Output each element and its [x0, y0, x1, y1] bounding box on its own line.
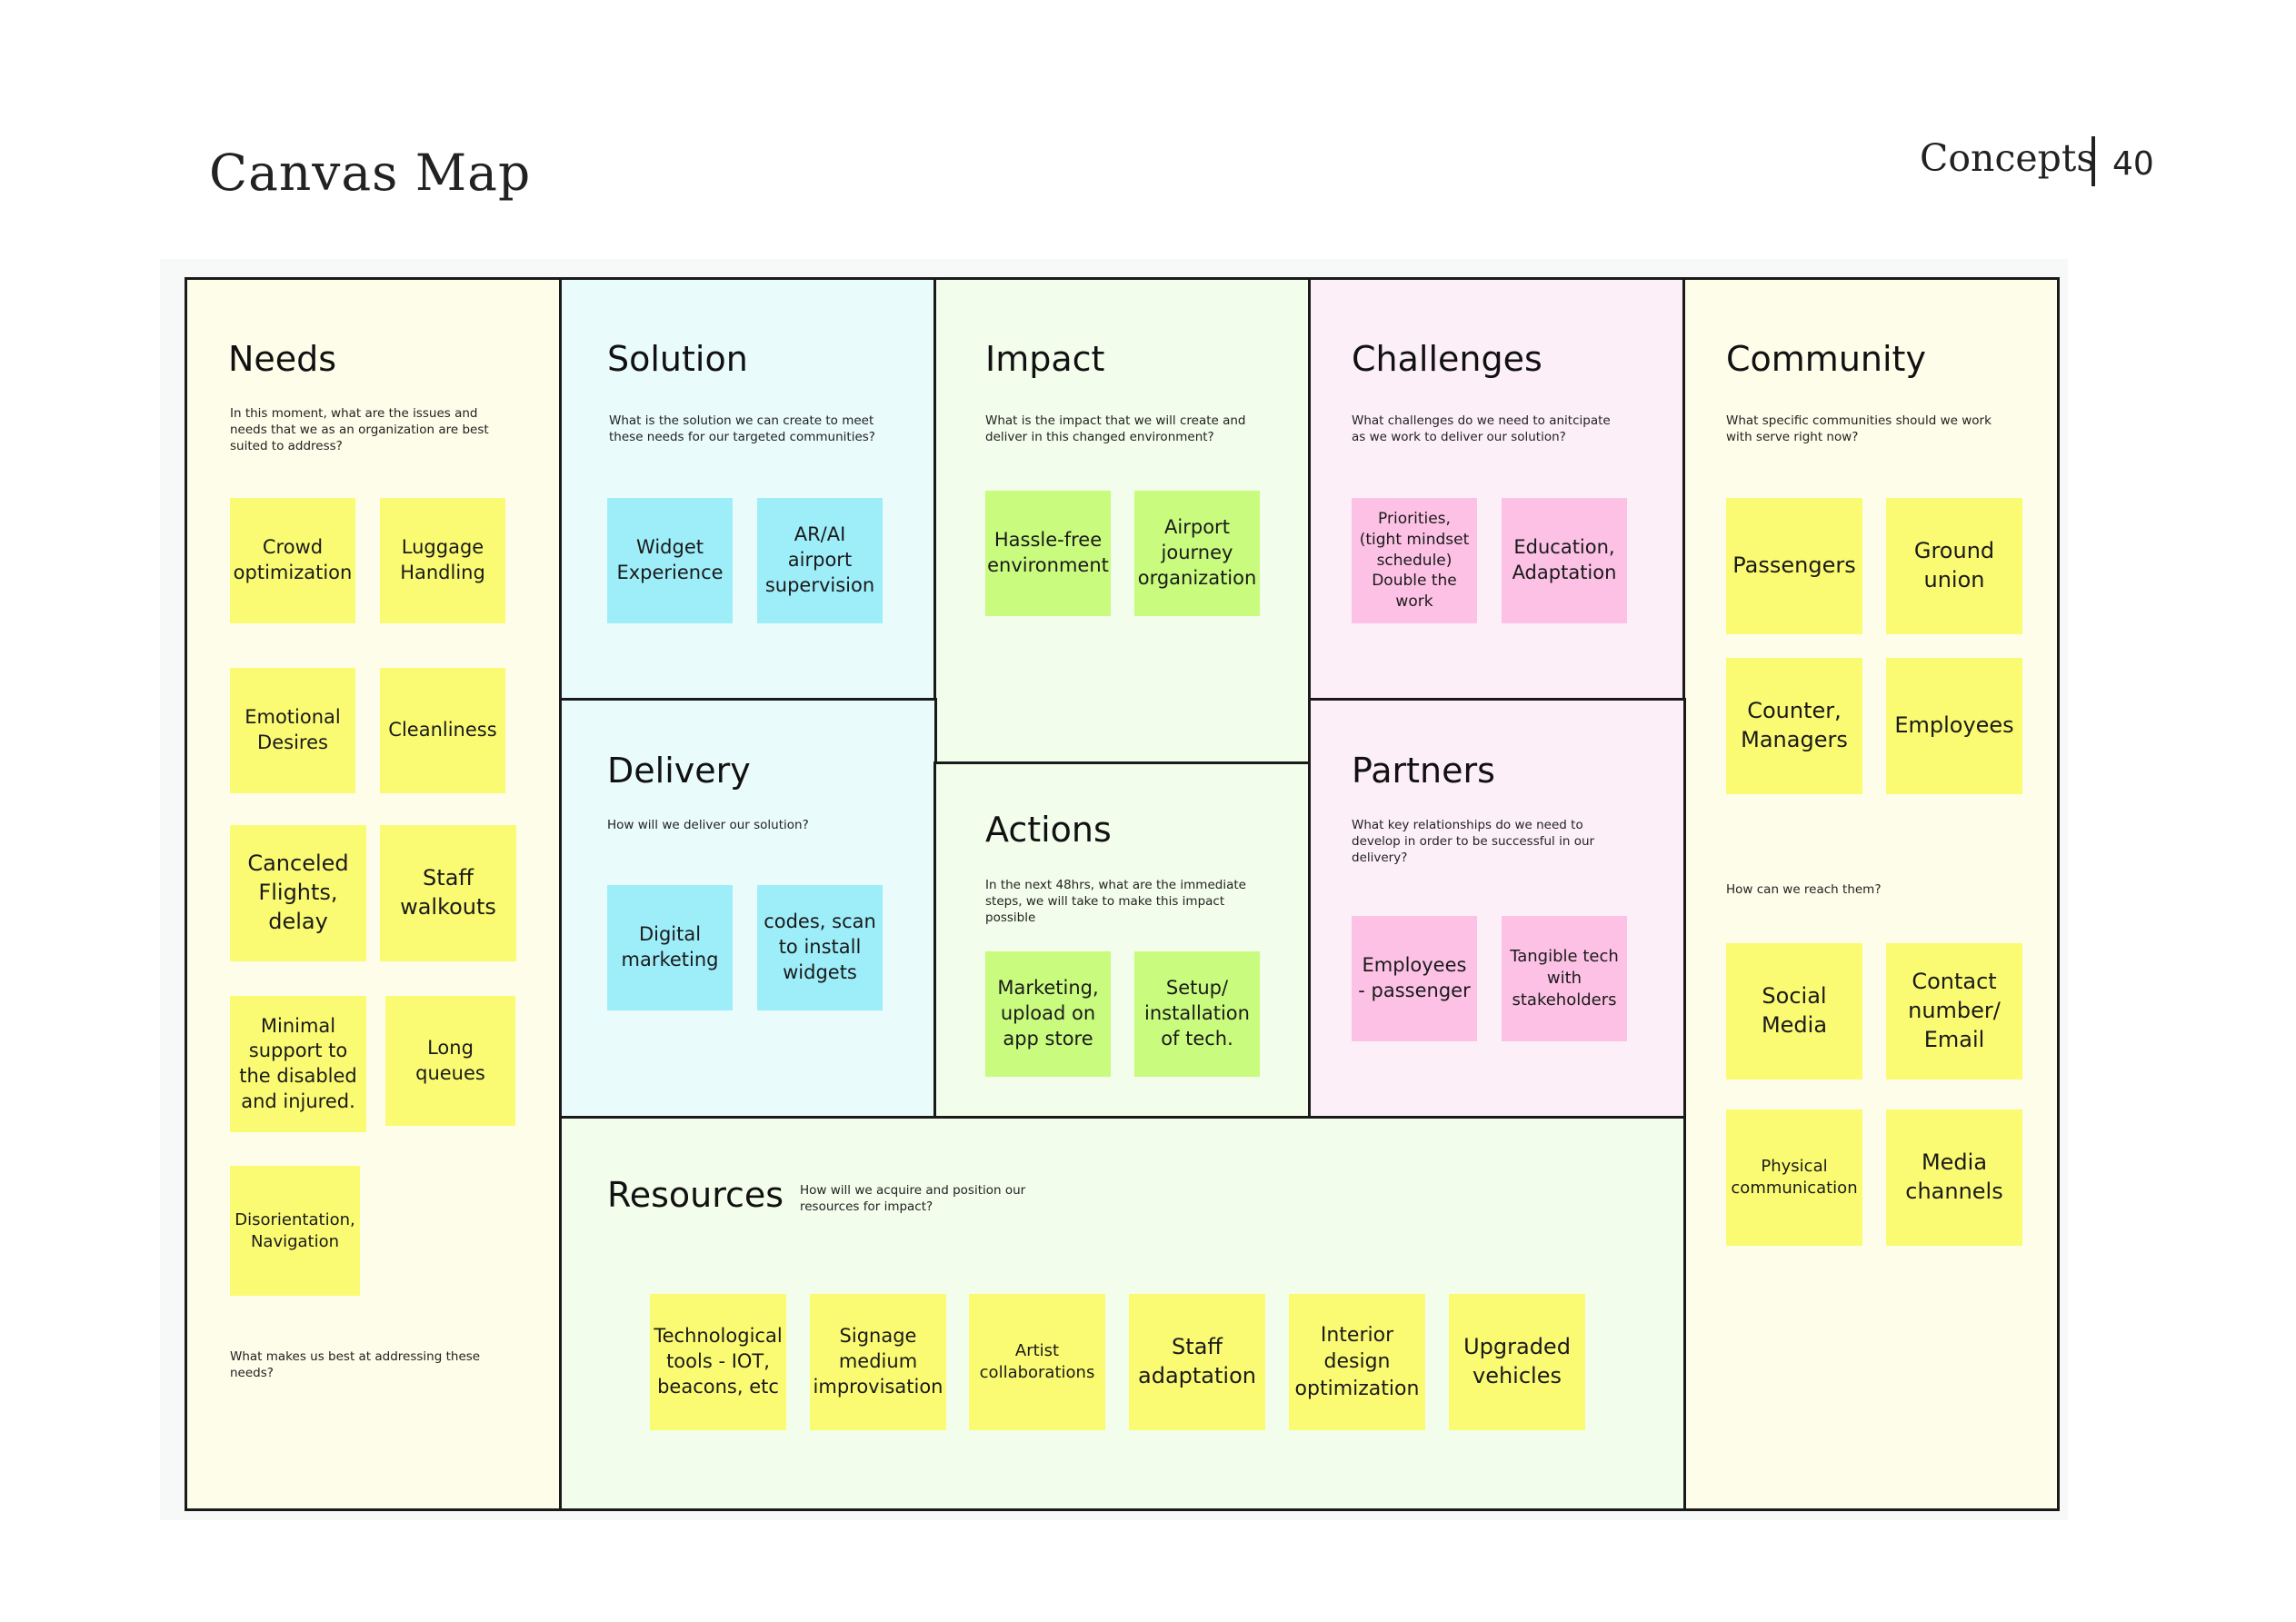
impact-note[interactable]: Airport journey organization — [1134, 491, 1260, 616]
actions-note[interactable]: Marketing, upload on app store — [985, 951, 1111, 1077]
resources-panel: Resources How will we acquire and positi… — [559, 1116, 1686, 1511]
community-reach-note[interactable]: Social Media — [1726, 943, 1862, 1080]
resources-note[interactable]: Technological tools - IOT, beacons, etc — [650, 1294, 786, 1430]
impact-question: What is the impact that we will create a… — [985, 413, 1246, 444]
resources-title: Resources — [607, 1175, 784, 1215]
challenges-note[interactable]: Priorities, (tight mindset schedule) Dou… — [1352, 498, 1477, 623]
community-note[interactable]: Counter, Managers — [1726, 658, 1862, 794]
needs-note[interactable]: Canceled Flights, delay — [230, 825, 366, 961]
impact-title: Impact — [985, 339, 1105, 379]
needs-note[interactable]: Minimal support to the disabled and inju… — [230, 996, 366, 1132]
impact-note[interactable]: Hassle-free environment — [985, 491, 1111, 616]
needs-note[interactable]: Emotional Desires — [230, 668, 355, 793]
needs-question-2: What makes us best at addressing these n… — [230, 1349, 481, 1380]
partners-note[interactable]: Employees - passenger — [1352, 916, 1477, 1041]
delivery-question: How will we deliver our solution? — [607, 818, 809, 832]
community-note[interactable]: Passengers — [1726, 498, 1862, 634]
actions-question: In the next 48hrs, what are the immediat… — [985, 878, 1246, 925]
partners-title: Partners — [1352, 751, 1495, 791]
community-question-2: How can we reach them? — [1726, 882, 1882, 897]
community-note[interactable]: Ground union — [1886, 498, 2022, 634]
delivery-note[interactable]: codes, scan to install widgets — [757, 885, 883, 1010]
delivery-panel: Delivery How will we deliver our solutio… — [559, 698, 937, 1119]
challenges-note[interactable]: Education, Adaptation — [1502, 498, 1627, 623]
needs-note[interactable]: Long queues — [385, 996, 515, 1126]
community-reach-note[interactable]: Media channels — [1886, 1110, 2022, 1246]
solution-note[interactable]: Widget Experience — [607, 498, 733, 623]
header-divider — [2091, 136, 2095, 186]
partners-question: What key relationships do we need to dev… — [1352, 818, 1595, 865]
needs-note[interactable]: Crowd optimization — [230, 498, 355, 623]
resources-note[interactable]: Staff adaptation — [1129, 1294, 1265, 1430]
resources-question: How will we acquire and position our res… — [800, 1183, 1026, 1214]
delivery-title: Delivery — [607, 751, 751, 791]
partners-note[interactable]: Tangible tech with stakeholders — [1502, 916, 1627, 1041]
resources-note[interactable]: Signage medium improvisation — [810, 1294, 946, 1430]
partners-panel: Partners What key relationships do we ne… — [1308, 698, 1686, 1119]
solution-panel: Solution What is the solution we can cre… — [559, 277, 937, 702]
needs-note[interactable]: Staff walkouts — [380, 825, 516, 961]
challenges-title: Challenges — [1352, 339, 1542, 379]
community-reach-note[interactable]: Physical communication — [1726, 1110, 1862, 1246]
community-question: What specific communities should we work… — [1726, 413, 1992, 444]
resources-note[interactable]: Artist collaborations — [969, 1294, 1105, 1430]
resources-note[interactable]: Upgraded vehicles — [1449, 1294, 1585, 1430]
actions-note[interactable]: Setup/ installation of tech. — [1134, 951, 1260, 1077]
community-title: Community — [1726, 339, 1926, 379]
actions-panel: Actions In the next 48hrs, what are the … — [933, 761, 1312, 1119]
page-number: 40 — [2112, 145, 2154, 183]
needs-note[interactable]: Cleanliness — [380, 668, 505, 793]
solution-note[interactable]: AR/AI airport supervision — [757, 498, 883, 623]
needs-note[interactable]: Luggage Handling — [380, 498, 505, 623]
community-reach-note[interactable]: Contact number/ Email — [1886, 943, 2022, 1080]
challenges-panel: Challenges What challenges do we need to… — [1308, 277, 1686, 702]
actions-title: Actions — [985, 810, 1112, 850]
needs-note[interactable]: Disorientation, Navigation — [230, 1166, 360, 1296]
needs-question: In this moment, what are the issues and … — [230, 406, 489, 453]
needs-title: Needs — [228, 339, 337, 379]
challenges-question: What challenges do we need to anitcipate… — [1352, 413, 1611, 444]
resources-note[interactable]: Interior design optimization — [1289, 1294, 1425, 1430]
community-note[interactable]: Employees — [1886, 658, 2022, 794]
impact-panel: Impact What is the impact that we will c… — [933, 277, 1312, 765]
page-title: Canvas Map — [209, 144, 532, 202]
section-label: Concepts — [1920, 136, 2096, 180]
solution-title: Solution — [607, 339, 748, 379]
needs-panel: Needs In this moment, what are the issue… — [185, 277, 563, 1511]
community-panel: Community What specific communities shou… — [1682, 277, 2060, 1511]
solution-question: What is the solution we can create to me… — [609, 413, 875, 444]
delivery-note[interactable]: Digital marketing — [607, 885, 733, 1010]
